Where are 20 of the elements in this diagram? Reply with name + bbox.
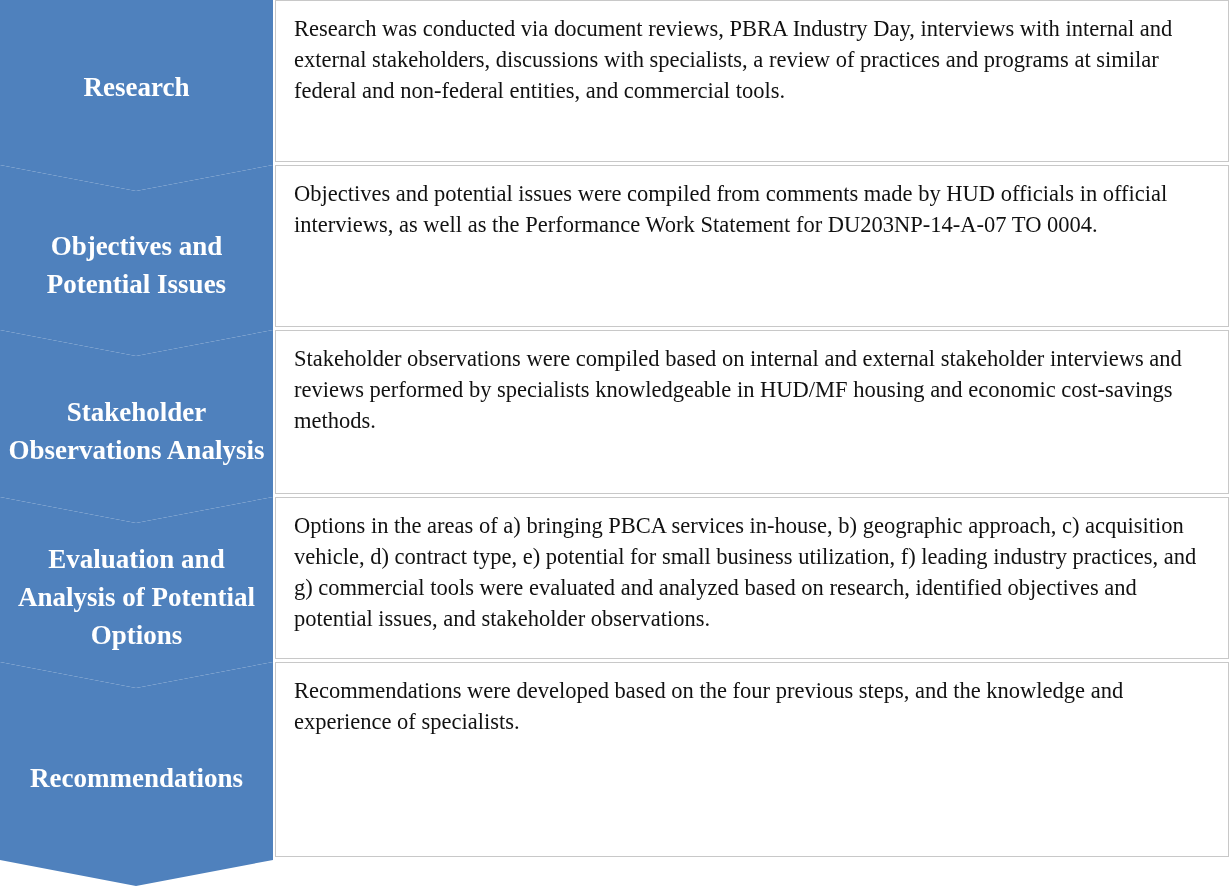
description-text: Options in the areas of a) bringing PBCA services in-house, b) geographic approach, c) acquisition vehicle, d) contract type, e) potential for small business utilization, f) leading industry practices, and g) commercial tools were evaluated and analyzed based on research, identified objectives and potential issues, and stakeholder observations. xyxy=(294,512,1198,633)
description-box xyxy=(275,662,1229,857)
description-box xyxy=(275,330,1229,494)
chevron-step xyxy=(0,662,273,886)
description-text: Research was conducted via document reviews, PBRA Industry Day, interviews with internal and external stakeholders, discussions with specialists, a review of practices and programs at similar federal and non-federal entities, and commercial tools. xyxy=(294,15,1174,105)
step-title: Objectives and Potential Issues xyxy=(45,230,228,301)
description-box xyxy=(275,497,1229,659)
description-text: Objectives and potential issues were compiled from comments made by HUD officials in official interviews, as well as the Performance Work Statement for DU203NP-14-A-07 TO 0004. xyxy=(294,180,1169,239)
chevron-step xyxy=(0,165,273,356)
step-title: Stakeholder Observations Analysis xyxy=(7,396,266,467)
step-title: Evaluation and Analysis of Potential Options xyxy=(17,543,256,652)
chevron-step xyxy=(0,330,273,523)
description-box xyxy=(275,0,1229,162)
step-title: Recommendations xyxy=(29,762,244,795)
step-title: Research xyxy=(82,71,191,104)
description-text: Recommendations were developed based on the four previous steps, and the knowledge and experience of specialists. xyxy=(294,677,1125,736)
chevron-step xyxy=(0,497,273,688)
description-box xyxy=(275,165,1229,327)
chevron-step xyxy=(0,0,273,191)
description-text: Stakeholder observations were compiled based on internal and external stakeholder interviews and reviews performed by specialists knowledgeable in HUD/MF housing and economic cost-savings methods. xyxy=(294,345,1183,435)
